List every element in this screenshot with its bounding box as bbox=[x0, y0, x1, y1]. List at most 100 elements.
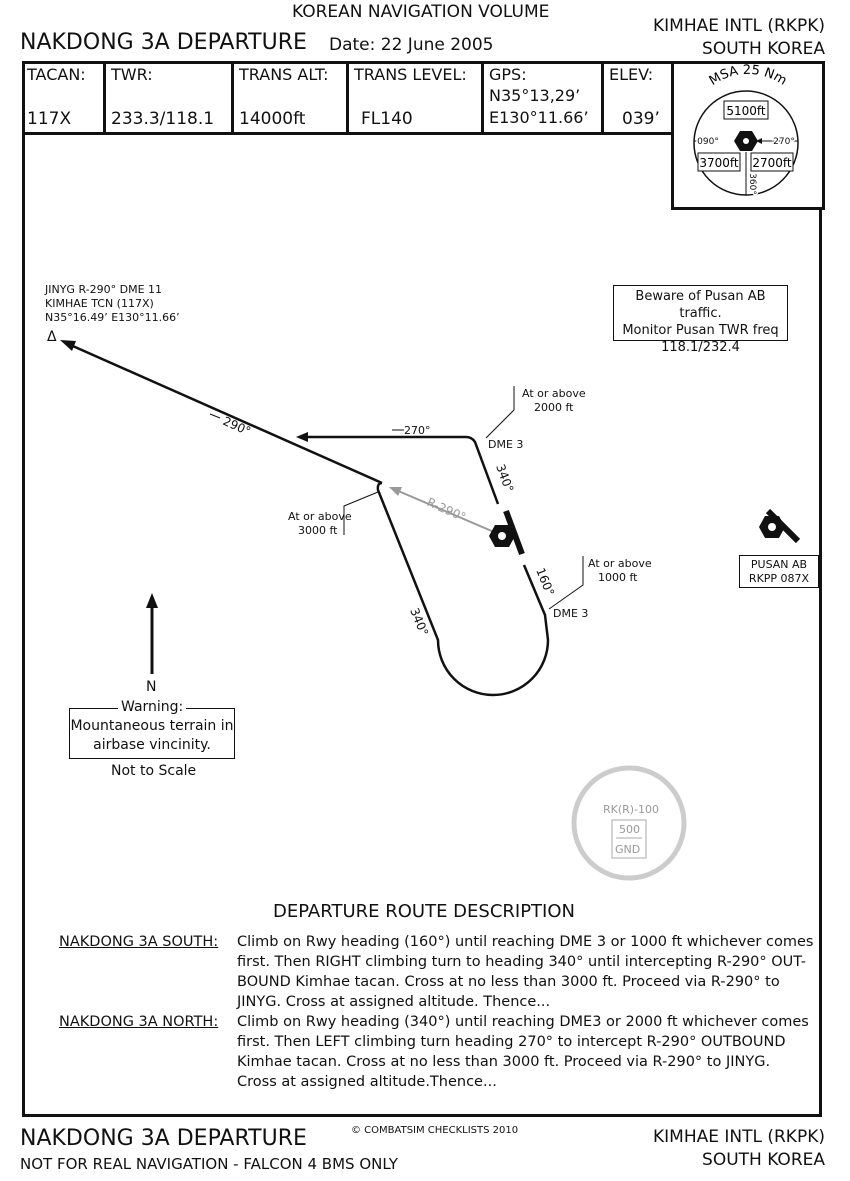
chart-date: Date: 22 June 2005 bbox=[329, 35, 494, 55]
footer-country: SOUTH KOREA bbox=[702, 1150, 825, 1170]
twr-label: TWR: bbox=[111, 65, 153, 84]
chart-frame bbox=[22, 61, 822, 1117]
north-route-line2: first. Then LEFT climbing turn heading 2… bbox=[237, 1034, 786, 1050]
pusan-ab-tacan: RKPP 087X bbox=[748, 572, 810, 585]
pusan-note-line1: Beware of Pusan AB traffic. bbox=[635, 289, 766, 321]
description-title: DEPARTURE ROUTE DESCRIPTION bbox=[273, 901, 575, 922]
radial-290-arrowhead bbox=[389, 487, 402, 496]
south-route-line1: Climb on Rwy heading (160°) until reachi… bbox=[237, 934, 814, 950]
msa-box: MSA 25 Nm 5100ft 3700ft 2700ft 090° 270°… bbox=[671, 61, 825, 210]
tacan-cell: TACAN: 117X bbox=[22, 61, 106, 132]
airport-name: KIMHAE INTL (RKPK) bbox=[652, 16, 825, 36]
msa-radial-090: 090° bbox=[697, 137, 719, 147]
dme3-north-label: DME 3 bbox=[488, 438, 524, 451]
trans-alt-label: TRANS ALT: bbox=[239, 65, 329, 84]
pusan-tacan-icon bbox=[759, 508, 801, 544]
pusan-note-line2: Monitor Pusan TWR freq bbox=[622, 323, 779, 338]
gps-cell: GPS: N35°13,29’ E130°11.66’ bbox=[484, 61, 604, 132]
north-route-path bbox=[300, 435, 500, 505]
warning-box: Mountaneous terrain in airbase vincinity… bbox=[69, 708, 235, 759]
jinyg-fix-line3: N35°16.49’ E130°11.66’ bbox=[45, 311, 180, 324]
warning-line2: airbase vincinity. bbox=[93, 737, 211, 753]
msa-diagram: MSA 25 Nm 5100ft 3700ft 2700ft 090° 270°… bbox=[693, 63, 799, 196]
msa-radial-270: 270° bbox=[773, 137, 795, 147]
twr-cell: TWR: 233.3/118.1 bbox=[106, 61, 234, 132]
restricted-area-bottom: GND bbox=[615, 843, 641, 856]
restricted-area-name: RK(R)-100 bbox=[603, 803, 660, 816]
elev-cell: ELEV: 039’ bbox=[604, 61, 674, 132]
north-route-line3: Kimhae tacan. Cross at no less than 3000… bbox=[237, 1054, 771, 1070]
north-route-arrowhead bbox=[296, 432, 308, 442]
pusan-ab-box: PUSAN AB RKPP 087X bbox=[739, 555, 819, 588]
north-arrow-head bbox=[146, 593, 158, 608]
trans-alt-cell: TRANS ALT: 14000ft bbox=[234, 61, 349, 132]
gps-latitude: N35°13,29’ bbox=[489, 86, 581, 105]
restricted-area-circle bbox=[571, 765, 687, 881]
elev-label: ELEV: bbox=[609, 65, 654, 84]
north-route-name: NAKDONG 3A NORTH: bbox=[59, 1014, 219, 1030]
warning-title: Warning: bbox=[118, 699, 187, 715]
msa-arrow-270 bbox=[756, 138, 762, 144]
msa-se-alt: 2700ft bbox=[752, 156, 792, 170]
south-route-path bbox=[376, 481, 550, 697]
alt-1000-leader bbox=[548, 556, 584, 610]
heading-340-north-label: 340° bbox=[493, 462, 516, 494]
scale-note: Not to Scale bbox=[111, 763, 197, 779]
pusan-ab-name: PUSAN AB bbox=[750, 558, 808, 571]
twr-value: 233.3/118.1 bbox=[111, 109, 215, 129]
footer-airport: KIMHAE INTL (RKPK) bbox=[652, 1127, 825, 1147]
jinyg-fix-line2: KIMHAE TCN (117X) bbox=[45, 297, 154, 310]
airport-country: SOUTH KOREA bbox=[702, 39, 825, 59]
alt-3000-line1: At or above bbox=[288, 510, 352, 523]
track-290-line bbox=[65, 341, 383, 485]
warning-line1: Mountaneous terrain in bbox=[70, 718, 234, 734]
elev-value: 039’ bbox=[622, 109, 660, 129]
trans-level-value: FL140 bbox=[361, 109, 413, 129]
alt-2000-line1: At or above bbox=[522, 387, 586, 400]
trans-level-label: TRANS LEVEL: bbox=[354, 65, 467, 84]
kimhae-tacan-icon bbox=[489, 525, 515, 547]
jinyg-fix-icon: Δ bbox=[47, 329, 57, 345]
msa-north-box bbox=[723, 100, 769, 120]
gps-label: GPS: bbox=[489, 65, 527, 84]
heading-270-label: 270° bbox=[404, 424, 431, 437]
alt-3000-line2: 3000 ft bbox=[298, 524, 338, 537]
pusan-traffic-note: Beware of Pusan AB traffic. Monitor Pusa… bbox=[613, 285, 788, 355]
alt-1000-line2: 1000 ft bbox=[598, 571, 638, 584]
alt-3000-leader bbox=[343, 491, 379, 535]
alt-1000-line1: At or above bbox=[588, 557, 652, 570]
restricted-area-box bbox=[611, 819, 647, 859]
trans-alt-value: 14000ft bbox=[239, 109, 306, 129]
runway bbox=[503, 509, 525, 556]
radial-290-line bbox=[395, 489, 495, 533]
msa-radial-360: 360° bbox=[747, 173, 757, 195]
jinyg-fix-line1: JINYG R-290° DME 11 bbox=[45, 283, 163, 296]
footer-copyright: © COMBATSIM CHECKLISTS 2010 bbox=[351, 1125, 519, 1136]
south-route-line3: BOUND Kimhae tacan. Cross at no less tha… bbox=[237, 974, 780, 990]
tacan-label: TACAN: bbox=[27, 65, 86, 84]
alt-2000-line2: 2000 ft bbox=[534, 401, 574, 414]
radial-290-label: R-290° bbox=[425, 495, 468, 525]
tacan-value: 117X bbox=[27, 109, 72, 129]
dme3-south-label: DME 3 bbox=[553, 607, 589, 620]
heading-290-label: 290° bbox=[221, 414, 253, 439]
north-route-line1: Climb on Rwy heading (340°) until reachi… bbox=[237, 1014, 809, 1030]
south-route-name: NAKDONG 3A SOUTH: bbox=[59, 934, 219, 950]
info-bar: TACAN: 117X TWR: 233.3/118.1 TRANS ALT: … bbox=[22, 61, 674, 135]
msa-se-box bbox=[750, 152, 794, 172]
alt-2000-leader bbox=[485, 386, 515, 439]
volume-title: KOREAN NAVIGATION VOLUME bbox=[292, 2, 550, 22]
msa-sw-alt: 3700ft bbox=[699, 156, 739, 170]
restricted-area-top: 500 bbox=[619, 823, 640, 836]
north-route-line4: Cross at assigned altitude.Thence... bbox=[237, 1074, 497, 1090]
page-title: NAKDONG 3A DEPARTURE bbox=[20, 30, 307, 55]
south-route-line2: first. Then RIGHT climbing turn to headi… bbox=[237, 954, 807, 970]
gps-longitude: E130°11.66’ bbox=[489, 108, 589, 127]
trans-level-cell: TRANS LEVEL: FL140 bbox=[349, 61, 484, 132]
msa-tacan-icon bbox=[734, 131, 758, 151]
pusan-note-line3: 118.1/232.4 bbox=[661, 340, 740, 355]
footer-disclaimer: NOT FOR REAL NAVIGATION - FALCON 4 BMS O… bbox=[20, 1155, 398, 1173]
track-290-arrowhead bbox=[60, 340, 76, 351]
msa-sw-box bbox=[697, 152, 741, 172]
